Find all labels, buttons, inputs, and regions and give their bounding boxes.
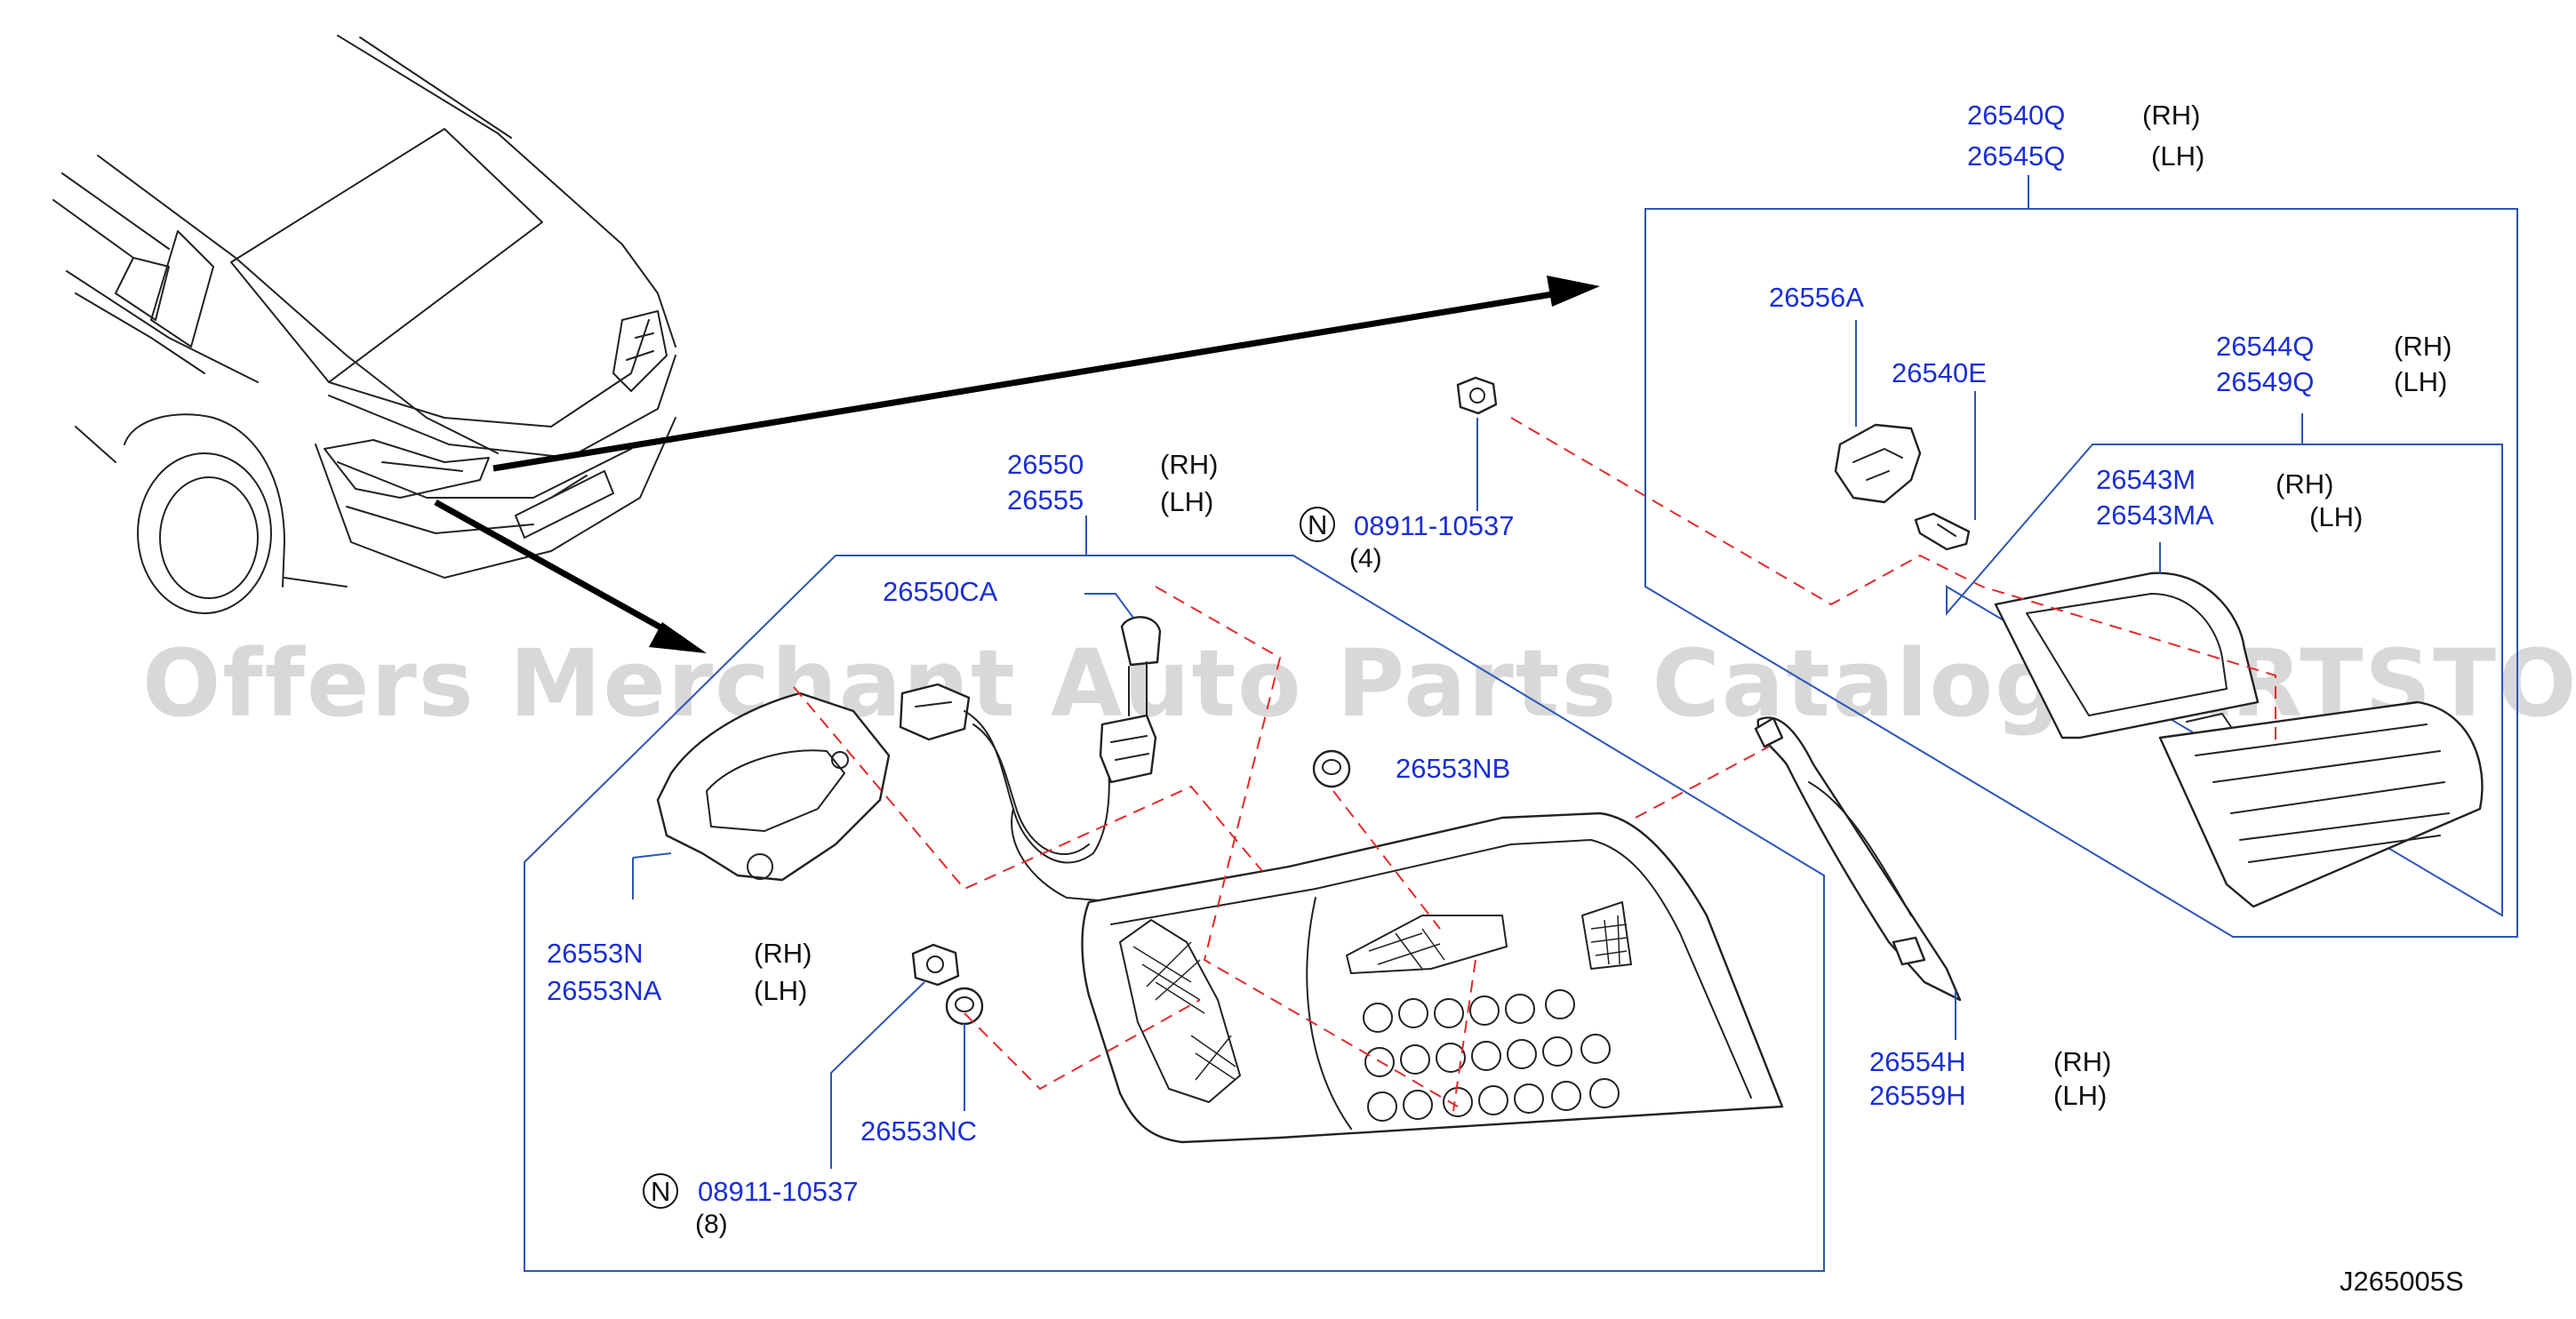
inner-lamp-callout-box [1644,208,2518,938]
label-26543m: 26543M [2096,464,2196,495]
diagram-reference-code: J265005S [2340,1266,2464,1297]
label-26544q: 26544Q [2216,331,2314,362]
label-26545q: 26545Q [1967,140,2065,172]
label-26553n-side: (RH) [754,938,812,969]
label-26540q-side: (RH) [2142,100,2200,131]
label-26556a: 26556A [1769,282,1864,313]
label-26554h: 26554H [1869,1046,1966,1077]
gasket-26553n [656,691,891,882]
bulb-26540e [1914,512,1971,551]
label-08911-top-qty: (4) [1349,544,1382,573]
outer-lamp-callout-box [524,555,1825,1272]
nut-marker-top-letter: N [1308,509,1327,540]
label-26545q-side: (LH) [2151,140,2204,172]
label-26553n: 26553N [547,938,644,969]
grommet-26553nc [945,987,984,1026]
lamp-lens-dots [1363,989,1620,1122]
outer-lamp-callout [524,516,1962,1272]
label-26550: 26550 [1007,449,1084,480]
label-26559h-side: (LH) [2053,1080,2107,1111]
grommet-26553nb [1312,749,1351,788]
nut-marker-top [1300,507,1335,542]
arrow-head-right [1547,276,1600,307]
label-26549q: 26549Q [2216,366,2314,397]
nut-top [1456,376,1498,415]
label-26543ma: 26543MA [2096,500,2214,531]
nut-marker-bottom-letter: N [651,1176,670,1207]
label-26543m-side: (RH) [2276,468,2333,500]
label-26549q-side: (LH) [2394,366,2447,397]
label-26553na-side: (LH) [754,975,807,1006]
label-26550ca: 26550CA [883,576,998,607]
label-26550-side: (RH) [1160,449,1218,480]
nut-bottom [911,943,960,987]
labels: 26540Q (RH) 26545Q (LH) 26556A 26540E 26… [547,100,2464,1297]
vehicle-rear-illustration [52,35,676,614]
label-26543ma-side: (LH) [2309,501,2363,532]
label-26544q-side: (RH) [2394,331,2452,362]
lens-frame-26543m [1994,572,2260,739]
inner-lamp-26544q [2158,700,2484,908]
harness-26550ca [899,683,1121,903]
label-26553nc: 26553NC [860,1115,977,1147]
arrow-head-down [649,622,707,653]
label-26559h: 26559H [1869,1080,1966,1111]
bulb-socket-26550ca [1099,616,1162,784]
callout-arrows [434,276,1600,653]
label-08911-top: 08911-10537 [1354,510,1514,541]
pad-26554h [1754,716,1962,1002]
nut-marker-bottom [643,1173,678,1209]
label-26554h-side: (RH) [2053,1046,2111,1077]
label-26555-side: (LH) [1160,486,1213,517]
label-26553nb: 26553NB [1396,753,1510,784]
label-08911-bottom-qty: (8) [695,1210,728,1239]
inner-lamp-callout [1510,175,2518,938]
label-26553na: 26553NA [547,975,662,1006]
outer-lamp-26550 [1081,811,1784,1144]
label-08911-bottom: 08911-10537 [698,1176,858,1207]
socket-26556a [1834,423,1922,504]
label-26555: 26555 [1007,484,1084,516]
label-26540e: 26540E [1892,357,1987,388]
lamp-hatching [1132,915,1628,1081]
label-26540q: 26540Q [1967,100,2065,131]
